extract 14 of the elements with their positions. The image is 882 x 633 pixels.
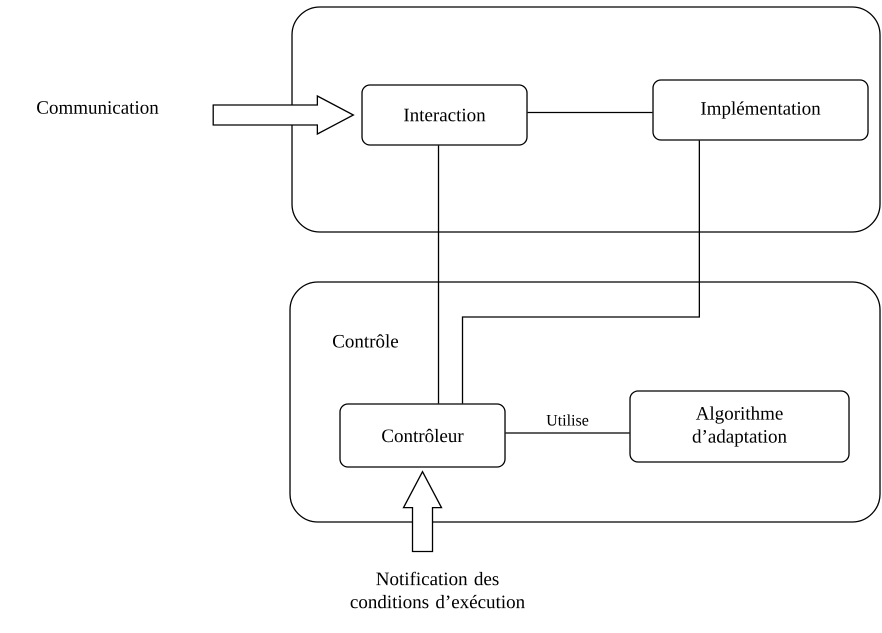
process-box: Contrôleur [339, 403, 506, 468]
block-arrow [212, 94, 355, 136]
group-box [291, 6, 881, 233]
process-box: Interaction [361, 84, 528, 146]
text-label: Communication [37, 101, 158, 114]
block-arrow [402, 470, 443, 552]
edge-label: Utilise [545, 413, 590, 427]
connector-line [506, 432, 630, 434]
connector-line [438, 146, 440, 404]
connector-line [528, 112, 652, 114]
process-box: Algorithme d’adaptation [629, 390, 850, 463]
process-box: Implémentation [652, 79, 869, 141]
text-label: Notification des conditions d’exécution [350, 572, 525, 608]
connector-line [462, 140, 700, 404]
